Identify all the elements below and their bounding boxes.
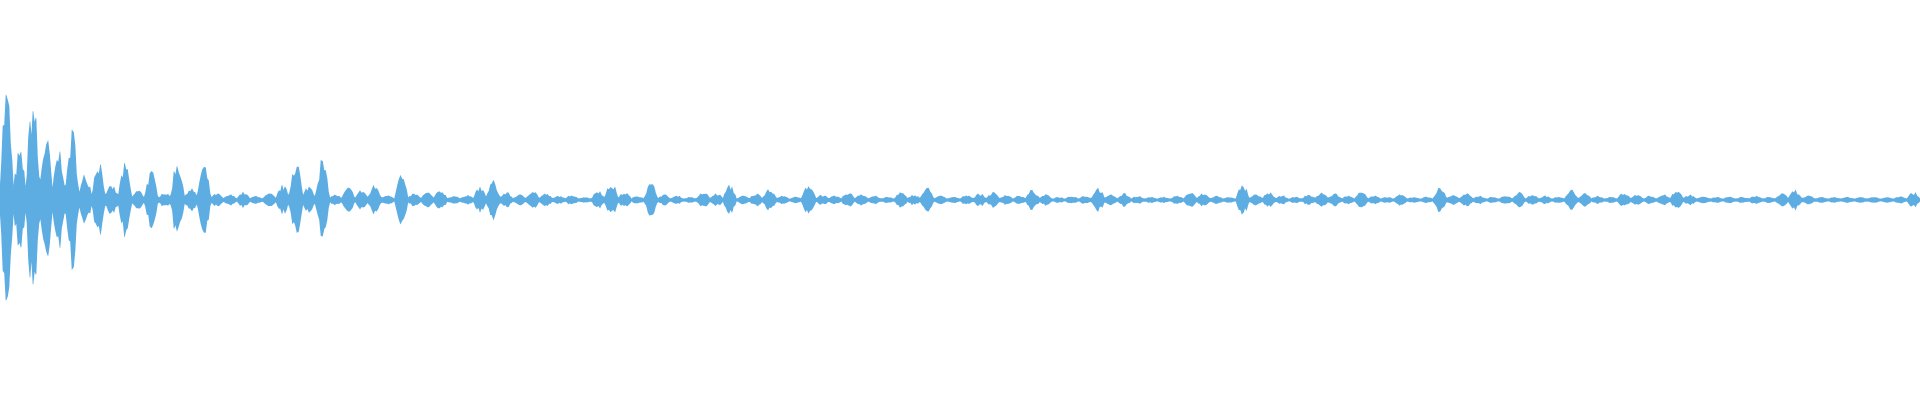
waveform-envelope: [0, 94, 1920, 301]
